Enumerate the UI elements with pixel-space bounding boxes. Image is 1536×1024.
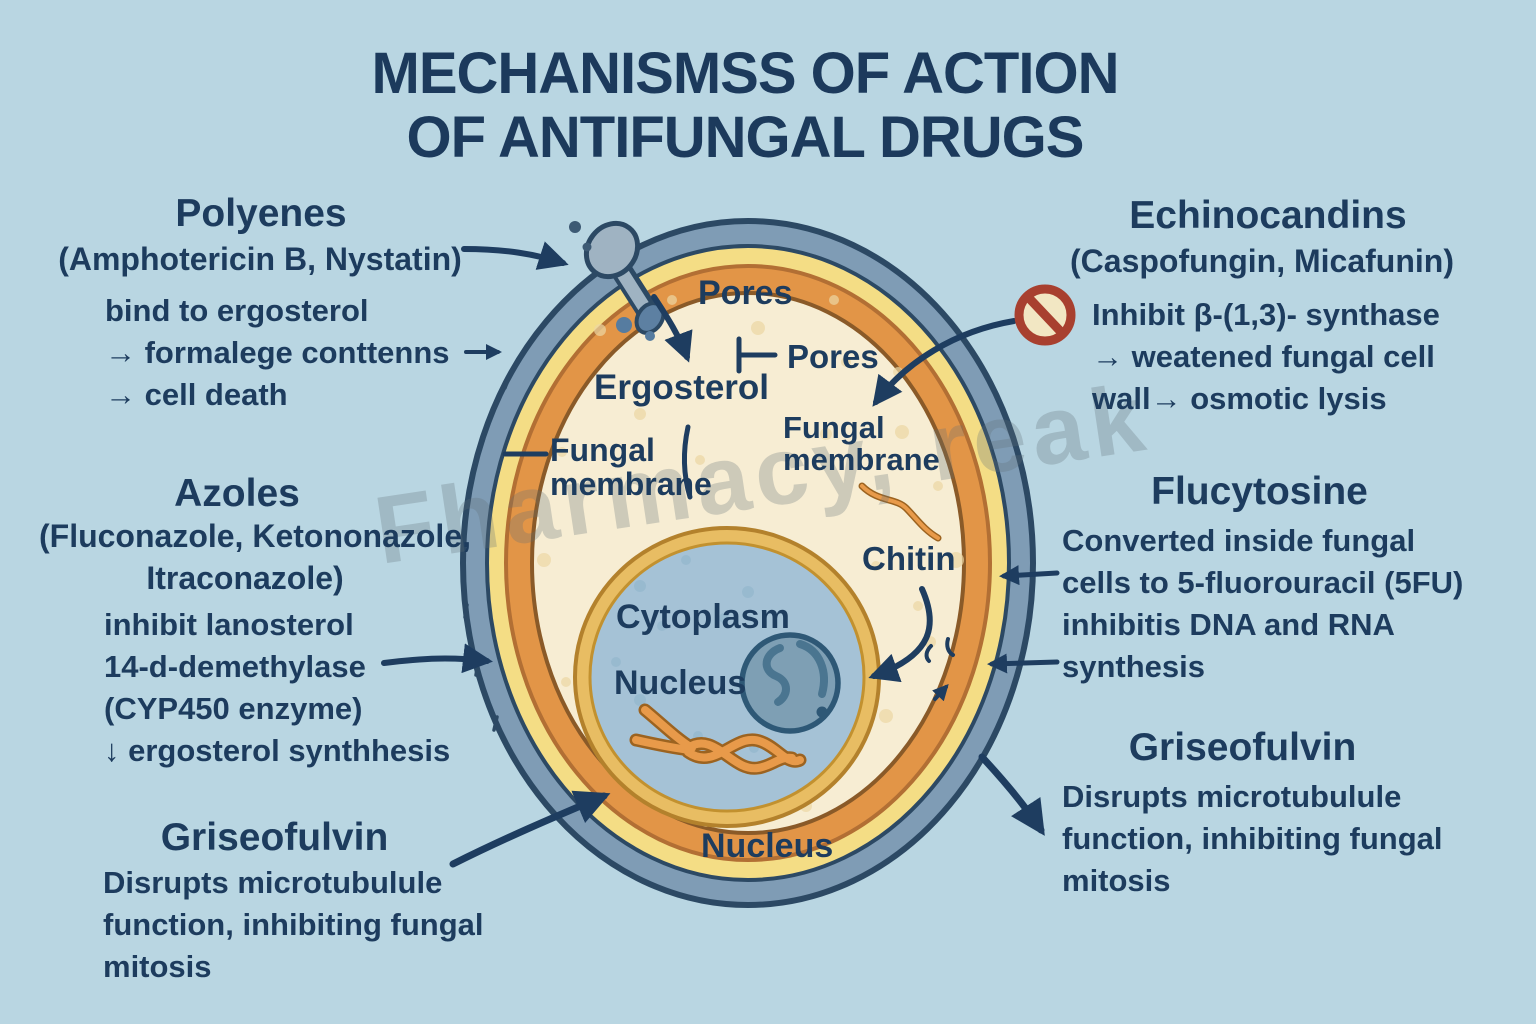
pores-top-label: Pores (698, 274, 793, 312)
membrane-pore (583, 220, 666, 335)
griseofulvin-right-line: Disrupts microtubulule (1062, 779, 1402, 814)
azoles-line: (CYP450 enzyme) (104, 691, 363, 726)
debris-mark-3 (931, 684, 949, 702)
page-title-line1: MECHANISMSS OF ACTION (371, 41, 1120, 106)
orange-strands (629, 703, 807, 775)
griseofulvin-right-body: Disrupts microtubulule function, inhibit… (1062, 776, 1443, 902)
fungal-membrane-right-label: Fungal membrane (783, 410, 940, 477)
griseofulvin-left-body: Disrupts microtubulule function, inhibit… (103, 862, 484, 988)
echinocandins-arrow (872, 318, 1017, 407)
page-title: MECHANISMSS OF ACTION OF ANTIFUNGAL DRUG… (190, 42, 1300, 170)
flucytosine-body: Converted inside fungal cells to 5-fluor… (1062, 520, 1463, 688)
pore-dots (569, 221, 655, 341)
cytoplasm-label: Cytoplasm (616, 598, 790, 636)
ergosterol-pointer-line (681, 424, 693, 500)
griseofulvin-left-arrow (449, 790, 611, 868)
flucytosine-line: inhibitis DNA and RNA (1062, 607, 1395, 642)
nucleus-bottom-label: Nucleus (701, 827, 834, 865)
flucytosine-line: synthesis (1062, 649, 1206, 684)
ergosterol-label: Ergosterol (594, 368, 770, 407)
polyenes-body: bind to ergosterol → formalege conttenns… (105, 290, 450, 416)
page-title-line2: OF ANTIFUNGAL DRUGS (406, 105, 1085, 170)
pores-side-label: Pores (787, 338, 879, 375)
echinocandins-subheading: (Caspofungin, Micafunin) (1070, 243, 1454, 279)
griseofulvin-left-line: mitosis (103, 949, 212, 984)
azoles-line: inhibit lanosterol (104, 607, 354, 642)
flucytosine-tick-2 (987, 653, 1060, 674)
griseofulvin-right-heading: Griseofulvin (1128, 726, 1357, 769)
flucytosine-line: cells to 5-fluorouracil (5FU) (1062, 565, 1464, 600)
debris-mark-1 (924, 644, 933, 663)
no-entry-icon (1014, 284, 1076, 346)
griseofulvin-left-line: function, inhibiting fungal (103, 907, 484, 942)
chitin-strand (858, 482, 942, 542)
nucleus-label: Nucleus (614, 664, 747, 702)
azoles-heading: Azoles (174, 472, 300, 515)
polyenes-heading: Polyenes (175, 192, 347, 235)
nucleolus-dot (816, 706, 828, 718)
griseofulvin-right-line: mitosis (1062, 863, 1171, 898)
azoles-subheading-2: Itraconazole) (146, 560, 344, 596)
polyenes-line: bind to ergosterol (105, 293, 369, 328)
echinocandins-line: → weatened fungal cell (1092, 339, 1435, 374)
chitin-label: Chitin (862, 540, 956, 577)
flucytosine-tick-1 (999, 565, 1060, 586)
polyenes-line: → formalege conttenns (105, 335, 450, 370)
azoles-line: ↓ ergosterol synthhesis (104, 733, 451, 768)
griseofulvin-right-line: function, inhibiting fungal (1062, 821, 1443, 856)
echinocandins-line: Inhibit β-(1,3)- synthase (1092, 297, 1440, 332)
azoles-line: 14-d-demethylase (104, 649, 366, 684)
fungal-membrane-left-label: Fungal membrane (550, 432, 712, 502)
polyenes-subheading: (Amphotericin B, Nystatin) (58, 241, 462, 277)
griseofulvin-left-heading: Griseofulvin (160, 816, 389, 859)
polyenes-line: → cell death (105, 377, 288, 412)
echinocandins-heading: Echinocandins (1129, 194, 1407, 237)
azoles-arrow (381, 643, 493, 674)
azoles-body: inhibit lanosterol 14-d-demethylase (CYP… (104, 604, 450, 772)
debris-mark-2 (945, 637, 955, 657)
echinocandins-body: Inhibit β-(1,3)- synthase → weatened fun… (1092, 294, 1440, 420)
griseofulvin-left-line: Disrupts microtubulule (103, 865, 443, 900)
azoles-subheading-1: (Fluconazole, Ketononazole, (38, 518, 471, 554)
chitin-arrow (868, 586, 933, 683)
griseofulvin-right-arrow (978, 753, 1045, 836)
polyenes-arrow (461, 241, 569, 270)
echinocandins-line: wall→ osmotic lysis (1092, 381, 1387, 416)
nucleus-organelle (739, 632, 841, 734)
flucytosine-line: Converted inside fungal (1062, 523, 1416, 558)
flucytosine-heading: Flucytosine (1151, 470, 1368, 513)
pore-to-ergosterol-arrow (651, 294, 693, 363)
